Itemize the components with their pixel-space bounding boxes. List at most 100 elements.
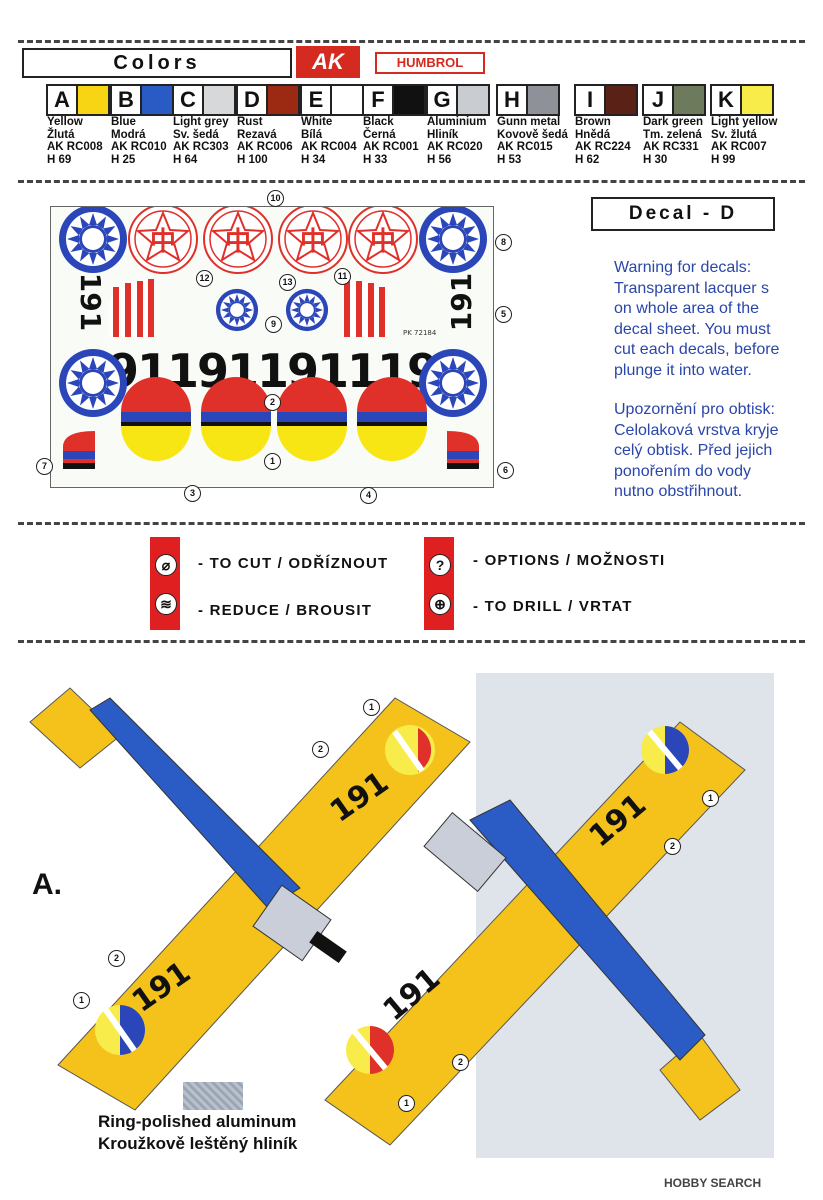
color-czech: Hnědá (575, 128, 611, 141)
callout-number: 9 (265, 316, 282, 333)
color-ak: AK RC224 (575, 141, 631, 154)
color-swatch: J (642, 84, 706, 116)
roundel-decal (59, 205, 127, 273)
swatch-fill (268, 86, 298, 114)
rudder-stripes-decal (343, 279, 389, 337)
color-ak: AK RC004 (301, 141, 357, 154)
question-icon: ? (429, 554, 451, 576)
color-swatch: C (172, 84, 236, 116)
separator-line (18, 40, 805, 43)
wing-band-decal (357, 377, 427, 461)
color-name: Gunn metal (497, 116, 561, 128)
decal-warning-english: Warning for decals: Transparent lacquer … (614, 258, 814, 381)
callout-number: 5 (495, 306, 512, 323)
separator-line (18, 522, 805, 525)
color-czech: Žlutá (47, 128, 75, 141)
color-name: Light grey (173, 116, 229, 128)
color-h: H 99 (711, 153, 736, 166)
drill-icon: ⊕ (429, 593, 451, 615)
color-name: Blue (111, 116, 136, 128)
callout-number: 2 (312, 741, 329, 758)
aircraft-underside-view: 191 191 (324, 721, 746, 1146)
swatch-fill (78, 86, 108, 114)
color-czech: Tm. zelená (643, 128, 702, 141)
scheme-label: A. (32, 868, 62, 901)
color-ak: AK RC303 (173, 141, 229, 154)
swatch-letter: I (576, 86, 606, 114)
swatch-fill (606, 86, 636, 114)
warning-line: plunge it into water. (614, 361, 752, 379)
star-char: 中 (370, 227, 396, 257)
separator-line (18, 640, 805, 643)
color-czech: Rezavá (237, 128, 277, 141)
star-char: 中 (300, 227, 326, 257)
swatch-letter: G (428, 86, 458, 114)
color-name: Light yellow (711, 116, 778, 128)
color-h: H 34 (301, 153, 326, 166)
color-czech: Modrá (111, 128, 146, 141)
color-h: H 64 (173, 153, 198, 166)
color-swatch: G (426, 84, 490, 116)
color-czech: Hliník (427, 128, 459, 141)
color-name: Aluminium (427, 116, 487, 128)
color-ak: AK RC006 (237, 141, 293, 154)
warning-line: Warning for decals: (614, 259, 752, 276)
warning-line: on whole area of the (614, 300, 759, 317)
small-roundel-decal (215, 288, 259, 332)
swatch-fill (674, 86, 704, 114)
sanding-icon: ≋ (155, 593, 177, 615)
callout-number: 7 (36, 458, 53, 475)
legend-badge: ≋ (150, 580, 180, 630)
callout-number: 2 (452, 1054, 469, 1071)
callout-number: 1 (363, 699, 380, 716)
color-swatch: E (300, 84, 364, 116)
decal-title: Decal - D (591, 197, 775, 231)
swatch-letter: C (174, 86, 204, 114)
swatch-fill (204, 86, 234, 114)
warning-line: Transparent lacquer s (614, 279, 770, 297)
swatch-letter: K (712, 86, 742, 114)
ring-polished-swatch (183, 1082, 243, 1110)
swatch-letter: B (112, 86, 142, 114)
callout-number: 11 (334, 268, 351, 285)
color-czech: Černá (363, 128, 396, 141)
swatch-fill (394, 86, 424, 114)
warning-line: decal sheet. You must (614, 320, 771, 338)
callout-number: 1 (73, 992, 90, 1009)
callout-number: 2 (264, 394, 281, 411)
color-swatch: A (46, 84, 110, 116)
color-swatch: H (496, 84, 560, 116)
legend-cut: - TO CUT / ODŘÍZNOUT (198, 555, 389, 572)
warning-line: nutno obstřihnout. (614, 483, 743, 500)
color-h: H 69 (47, 153, 72, 166)
swatch-letter: E (302, 86, 332, 114)
star-char: 中 (150, 227, 176, 257)
color-czech: Kovově šedá (497, 128, 568, 141)
color-czech: Bílá (301, 128, 323, 141)
color-h: H 33 (363, 153, 388, 166)
color-h: H 56 (427, 153, 452, 166)
decal-sheet-artwork: 中 中 中 中 191 191 1911911911191 PK 72184 (59, 204, 487, 469)
swatch-letter: D (238, 86, 268, 114)
color-name: Rust (237, 116, 263, 128)
color-swatch: F (362, 84, 426, 116)
color-czech: Sv. žlutá (711, 128, 757, 141)
color-name: White (301, 116, 333, 128)
swatch-letter: H (498, 86, 528, 114)
side-number-decal: 191 (74, 273, 107, 331)
color-name: Dark green (643, 116, 704, 128)
small-roundel-decal (285, 288, 329, 332)
color-h: H 100 (237, 153, 268, 166)
color-h: H 30 (643, 153, 668, 166)
separator-line (18, 180, 805, 183)
warning-line: Upozornění pro obtisk: (614, 401, 775, 418)
callout-number: 10 (267, 190, 284, 207)
swatch-fill (142, 86, 172, 114)
colors-title: Colors (22, 48, 292, 78)
